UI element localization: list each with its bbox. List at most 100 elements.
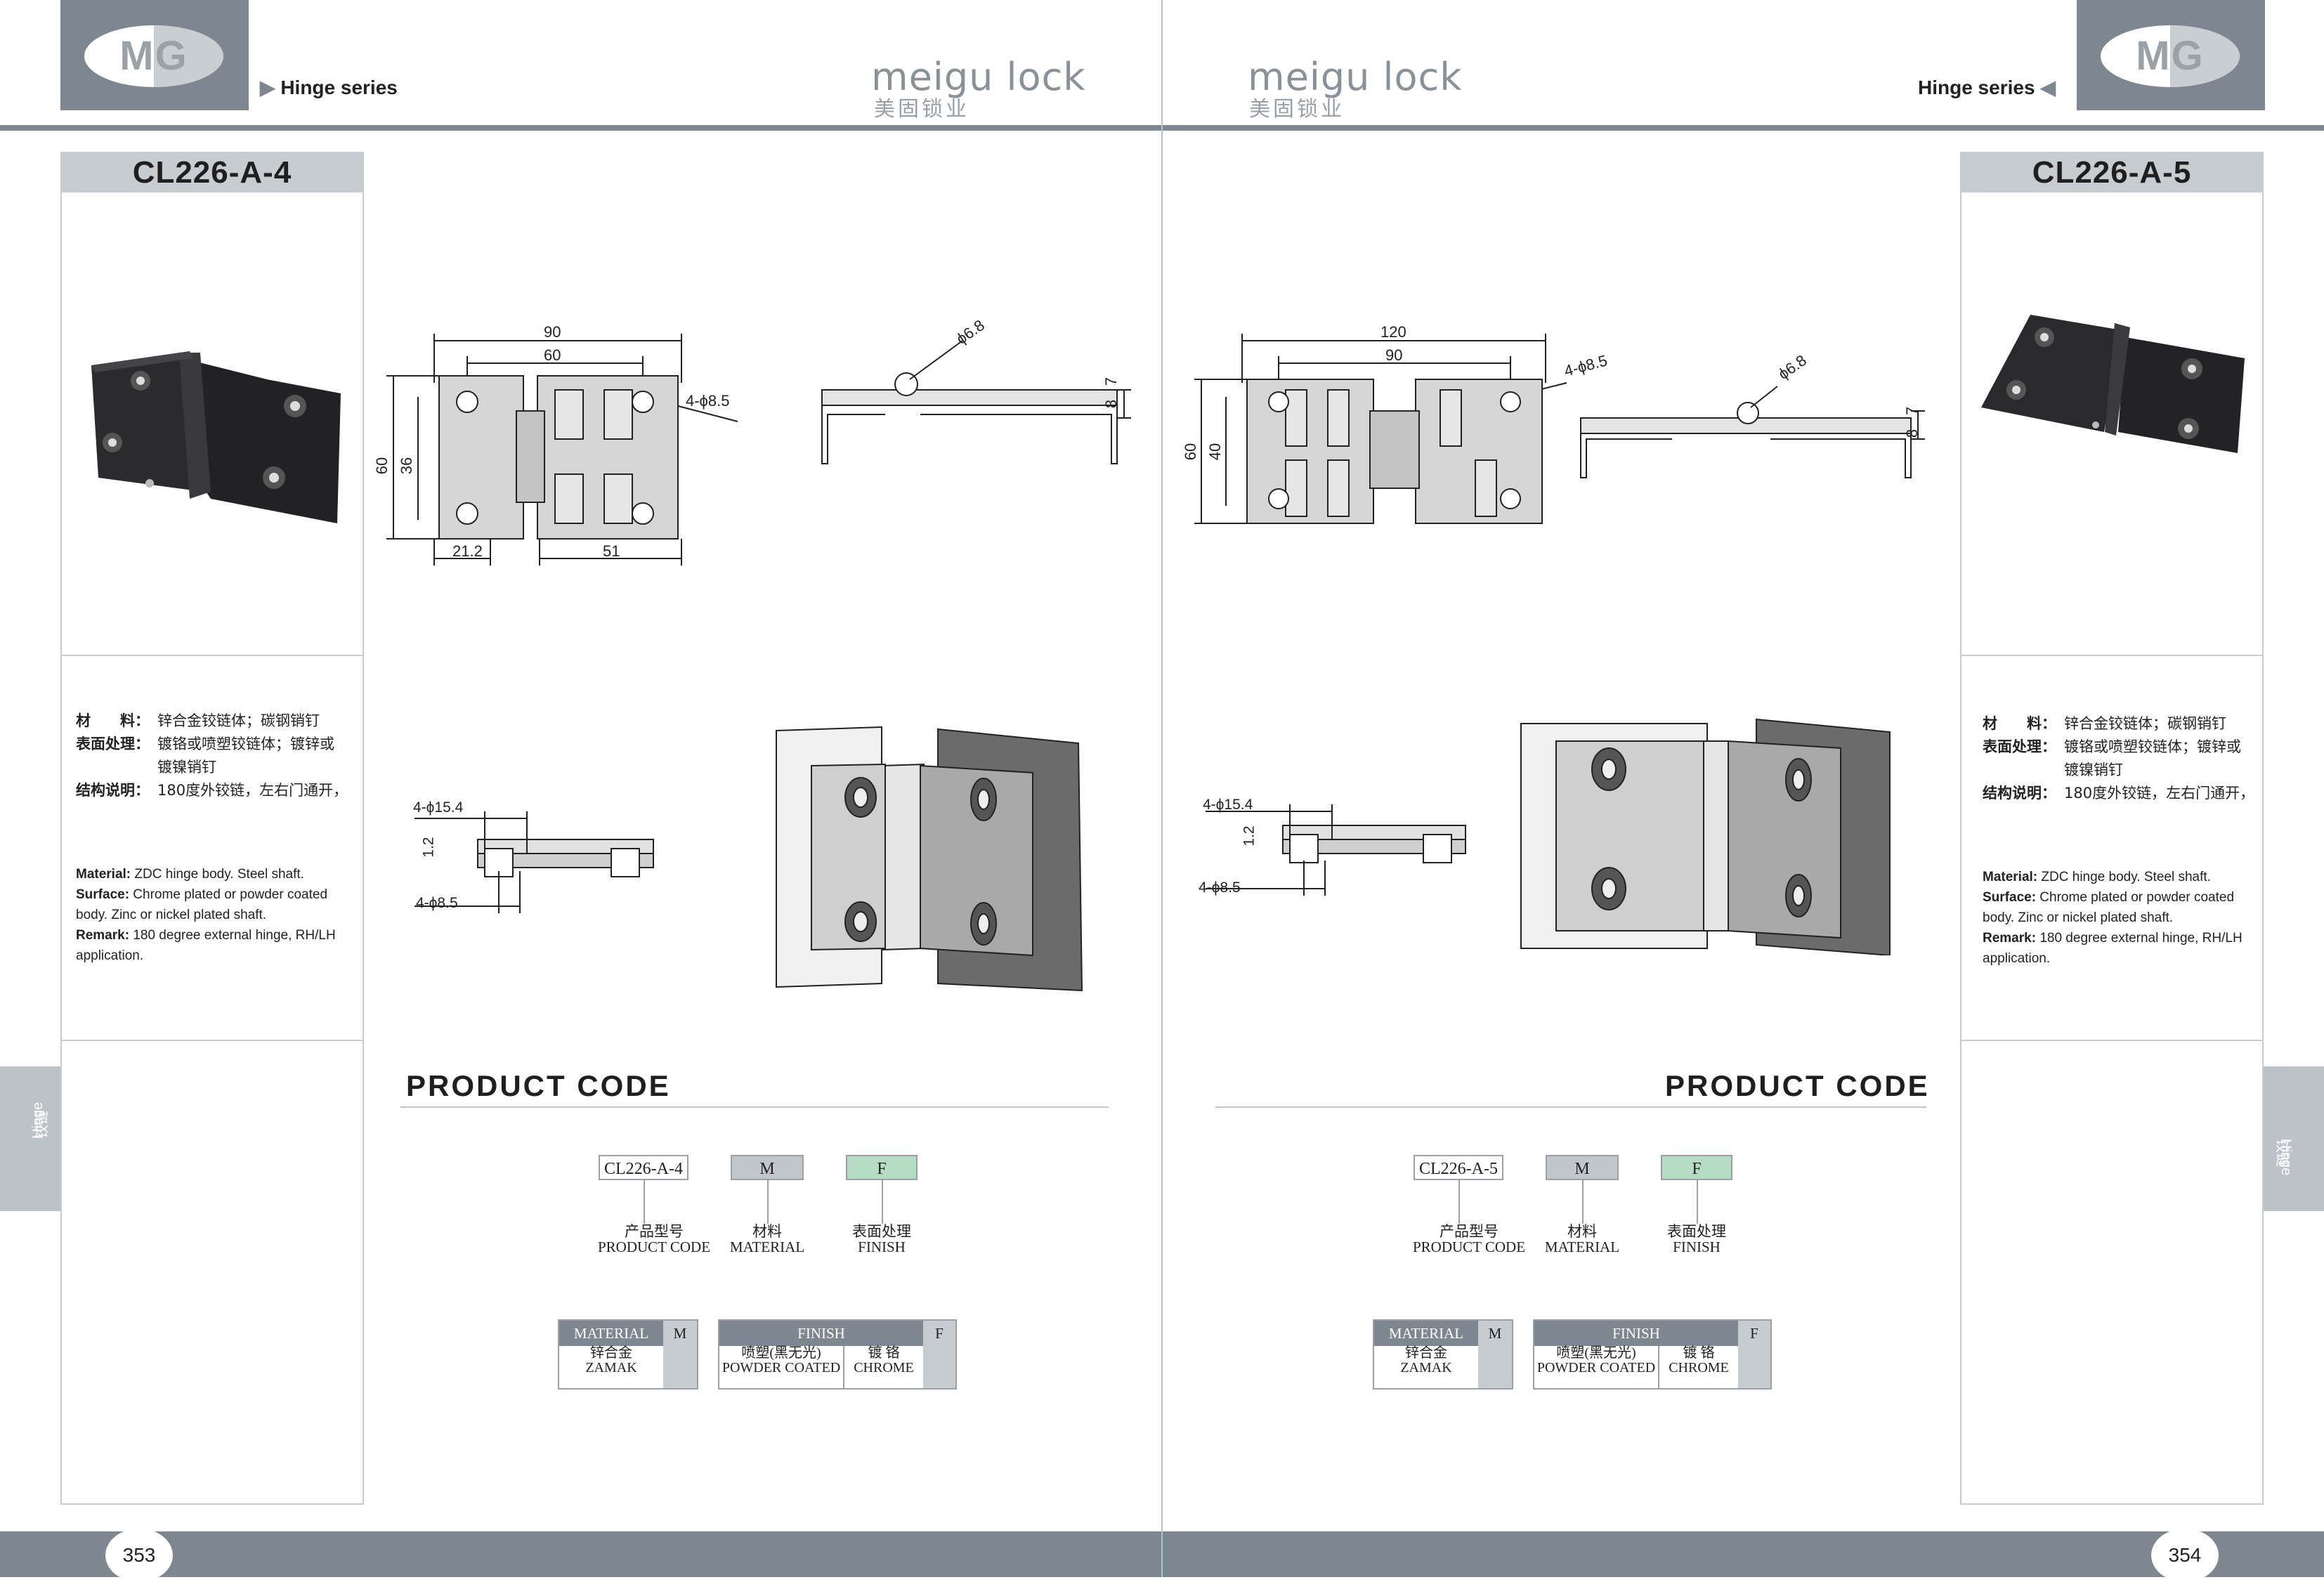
- heading-rule: [400, 1106, 1109, 1108]
- dim-label: 7: [1903, 406, 1921, 416]
- code-connector: [1582, 1180, 1584, 1224]
- code-connector: [644, 1180, 645, 1224]
- dim-label: 120: [1380, 323, 1406, 341]
- code-connector: [767, 1180, 769, 1224]
- mg-logo: MG: [84, 25, 223, 87]
- divider: [60, 1040, 364, 1041]
- brand-subtext-right: 美固锁业: [1249, 98, 1345, 121]
- spec-en-right: Material: ZDC hinge body. Steel shaft. S…: [1983, 867, 2257, 969]
- dim-label: 21.2: [452, 542, 483, 560]
- hinge-3d-drawing-right: [1520, 718, 1891, 955]
- dim-label: 4-ϕ8.5: [686, 392, 730, 410]
- divider: [1960, 655, 2264, 656]
- footer-bar-left: [0, 1531, 1161, 1577]
- dim-label: 60: [373, 457, 391, 475]
- heading-rule: [1215, 1106, 1926, 1108]
- top-view-drawing-left: [386, 334, 738, 566]
- dim-label: 36: [398, 457, 416, 475]
- dim-label: 4-ϕ8.5: [1199, 880, 1241, 896]
- dim-label: 60: [1182, 443, 1200, 461]
- top-view-drawing-right: [1194, 334, 1567, 524]
- spec-cn-row: 表面处理：镀铬或喷塑铰链体；镀锌或镀镍销钉: [1983, 738, 2241, 778]
- product-code-heading-right: PRODUCT CODE: [1665, 1069, 1930, 1102]
- dim-label: 60: [544, 346, 561, 364]
- code-box-finish: F: [1661, 1155, 1732, 1180]
- spec-cn-row: 结构说明：180度外铰链，左右门通开，: [76, 782, 348, 799]
- mg-logo: MG: [2101, 25, 2240, 87]
- side-view-drawing-right: [1580, 386, 1925, 478]
- spec-cn-left: 材 料：锌合金铰链体；碳钢销钉 表面处理：镀铬或喷塑铰链体；镀锌或镀镍销钉 结构…: [76, 710, 364, 802]
- section-view-drawing-left: [414, 811, 654, 913]
- side-tab-right: 铰链 Hinge: [2264, 1066, 2324, 1211]
- hinge-photo-right: [1981, 315, 2245, 453]
- spec-en-row: Surface: Chrome plated or powder coated …: [76, 887, 328, 922]
- page-spine: [1161, 0, 1163, 1577]
- code-connector: [882, 1180, 883, 1224]
- page-number-right: 354: [2151, 1529, 2219, 1582]
- side-tab-left: 铰链 Hinge: [0, 1066, 60, 1211]
- header-rule-left: [0, 125, 1161, 131]
- footer-bar-right: [1163, 1531, 2324, 1577]
- series-label-left: ▶ Hinge series: [260, 77, 398, 98]
- arrow-right-icon: ▶: [260, 77, 275, 98]
- code-connector: [1697, 1180, 1698, 1224]
- code-connector: [1458, 1180, 1460, 1224]
- dim-label: 1.2: [1241, 825, 1258, 846]
- logo-block-right: MG: [2077, 0, 2265, 110]
- brand-logo-left: meigu lock: [871, 55, 1086, 99]
- side-view-drawing-left: [821, 340, 1131, 464]
- code-box-material: M: [1546, 1155, 1619, 1180]
- spec-cn-row: 结构说明：180度外铰链，左右门通开，: [1983, 785, 2255, 802]
- product-code-title-right: CL226-A-5: [1960, 152, 2264, 192]
- code-box-product: CL226-A-5: [1414, 1155, 1503, 1180]
- code-box-finish: F: [846, 1155, 918, 1180]
- logo-block-left: MG: [60, 0, 249, 110]
- divider: [60, 655, 364, 656]
- spec-en-row: Surface: Chrome plated or powder coated …: [1983, 890, 2235, 925]
- arrow-left-icon: ◀: [2040, 77, 2056, 98]
- dim-label: 7: [1102, 377, 1121, 386]
- spec-en-row: Remark: 180 degree external hinge, RH/LH…: [76, 928, 336, 963]
- dim-label: 4-ϕ15.4: [413, 799, 464, 816]
- spec-cn-row: 材 料：锌合金铰链体；碳钢销钉: [76, 712, 320, 729]
- spec-cn-row: 材 料：锌合金铰链体；碳钢销钉: [1983, 715, 2226, 732]
- dim-label: 51: [603, 542, 620, 560]
- product-code-heading-left: PRODUCT CODE: [406, 1069, 671, 1102]
- spec-en-row: Material: ZDC hinge body. Steel shaft.: [76, 867, 304, 882]
- dim-label: 4-ϕ8.5: [416, 895, 458, 911]
- spec-en-row: Material: ZDC hinge body. Steel shaft.: [1983, 870, 2211, 884]
- dim-label: 1.2: [420, 837, 437, 858]
- series-label-right: Hinge series ◀: [1918, 77, 2056, 98]
- brand-logo-right: meigu lock: [1248, 55, 1463, 99]
- code-box-material: M: [731, 1155, 804, 1180]
- hinge-photo-left: [91, 351, 341, 523]
- dim-label: 8: [1102, 399, 1121, 409]
- code-box-product: CL226-A-4: [599, 1155, 688, 1180]
- spec-en-left: Material: ZDC hinge body. Steel shaft. S…: [76, 864, 350, 966]
- page-number-left: 353: [105, 1529, 173, 1582]
- dim-label: 8: [1903, 429, 1921, 438]
- divider: [1960, 1040, 2264, 1041]
- header-rule-right: [1163, 125, 2324, 131]
- dim-label: 40: [1206, 443, 1225, 461]
- spec-en-row: Remark: 180 degree external hinge, RH/LH…: [1983, 931, 2243, 966]
- dim-label: 4-ϕ15.4: [1203, 797, 1253, 813]
- dim-label: 90: [544, 323, 561, 341]
- spec-cn-right: 材 料：锌合金铰链体；碳钢销钉 表面处理：镀铬或喷塑铰链体；镀锌或镀镍销钉 结构…: [1983, 712, 2264, 805]
- product-code-title-left: CL226-A-4: [60, 152, 364, 192]
- spec-cn-row: 表面处理：镀铬或喷塑铰链体；镀锌或镀镍销钉: [76, 736, 334, 776]
- section-view-drawing-right: [1206, 804, 1466, 896]
- brand-subtext-left: 美固锁业: [874, 98, 970, 121]
- hinge-3d-drawing-left: [776, 726, 1083, 992]
- dim-label: 90: [1385, 346, 1403, 364]
